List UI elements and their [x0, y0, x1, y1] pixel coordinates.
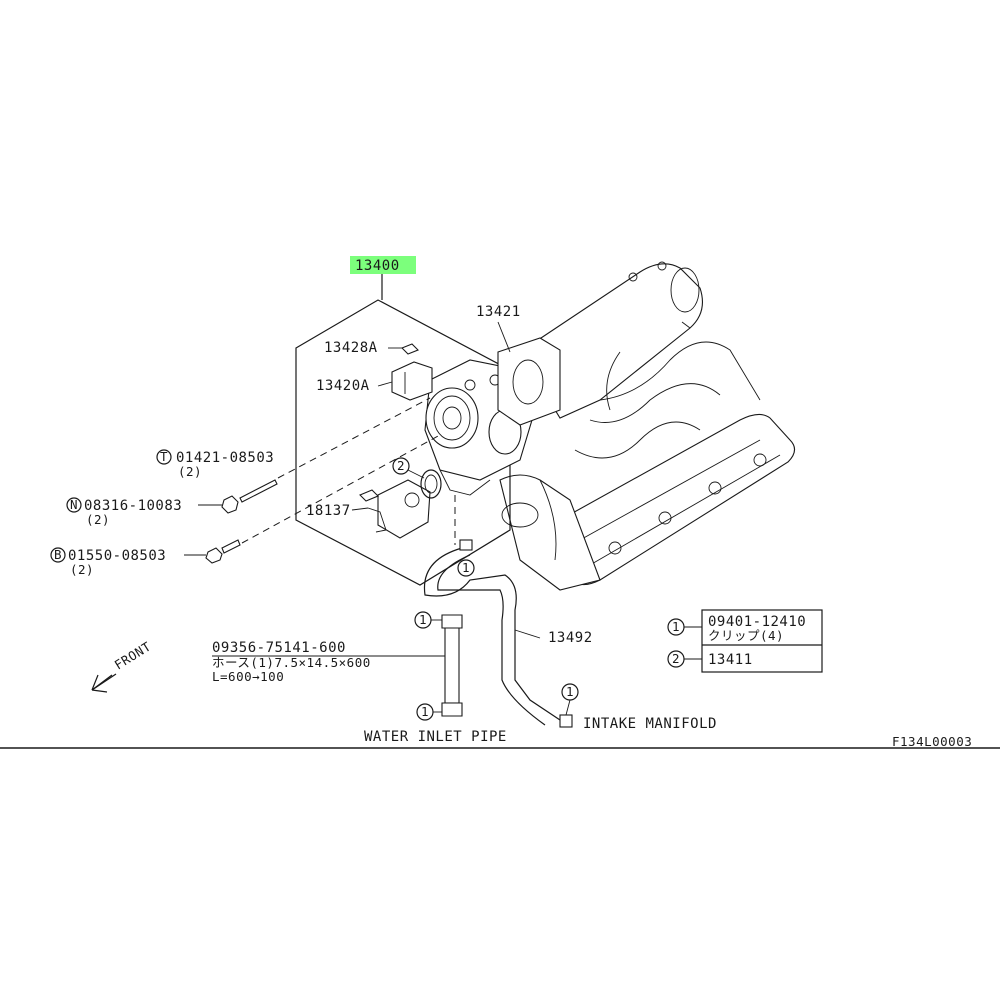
- svg-text:1: 1: [672, 619, 680, 634]
- legend-table: 1 09401-12410 クリップ(4) 2 13411: [667, 609, 823, 673]
- qty-01550: (2): [70, 562, 94, 577]
- legend-part-2: 13411: [708, 652, 753, 668]
- callout-13420a: 13420A: [316, 378, 370, 394]
- figure-code: F134L00003: [892, 734, 972, 749]
- callout-hose-09356: 09356-75141-600 ホース(1)7.5×14.5×600 L=600…: [212, 640, 445, 684]
- svg-text:1: 1: [419, 612, 427, 627]
- ref-mark-1-hose-top: 1: [414, 611, 442, 629]
- front-direction-arrow: FRONT: [91, 639, 154, 693]
- assembly-outline: [295, 272, 511, 586]
- hose-part-number: 09356-75141-600: [212, 640, 346, 656]
- svg-text:1: 1: [462, 560, 470, 575]
- ref-mark-1-hose-bottom: 1: [416, 703, 442, 721]
- callout-01421: T 01421-08503 (2): [156, 449, 274, 479]
- qty-08316: (2): [86, 512, 110, 527]
- legend-desc-1: クリップ(4): [708, 628, 784, 643]
- highlight-marker: [350, 256, 416, 274]
- svg-text:1: 1: [421, 704, 429, 719]
- callout-18137: 18137: [306, 503, 351, 519]
- hose-description: ホース(1)7.5×14.5×600: [212, 655, 371, 670]
- water-inlet-label: WATER INLET PIPE: [364, 729, 507, 745]
- assembly-part-number: 13400: [355, 258, 400, 274]
- intake-manifold-label: INTAKE MANIFOLD: [583, 716, 717, 732]
- svg-text:2: 2: [672, 651, 680, 666]
- front-label: FRONT: [112, 639, 154, 673]
- legend-part-1: 09401-12410: [708, 614, 806, 630]
- intake-manifold-drawing: [499, 261, 796, 591]
- part-01550: 01550-08503: [68, 548, 166, 564]
- svg-text:2: 2: [397, 458, 405, 473]
- qty-01421: (2): [178, 464, 202, 479]
- svg-text:1: 1: [566, 684, 574, 699]
- callout-13492: 13492: [548, 630, 593, 646]
- ref-mark-1-upper-clip: 1: [457, 559, 475, 577]
- prefix-n: N: [70, 497, 78, 512]
- callout-01550: B 01550-08503 (2): [50, 547, 206, 577]
- callout-13421: 13421: [476, 304, 521, 320]
- prefix-b: B: [54, 547, 62, 562]
- callout-08316: N 08316-10083 (2): [66, 497, 222, 527]
- ref-mark-2-oring: 2: [392, 457, 425, 479]
- part-01421: 01421-08503: [176, 450, 274, 466]
- ref-mark-1-manifold-clip: 1: [561, 683, 579, 716]
- throttle-body: [359, 337, 561, 539]
- fasteners: [205, 397, 456, 564]
- part-08316: 08316-10083: [84, 498, 182, 514]
- hose-length: L=600→100: [212, 669, 284, 684]
- prefix-t: T: [160, 449, 168, 464]
- callout-13428a: 13428A: [324, 340, 378, 356]
